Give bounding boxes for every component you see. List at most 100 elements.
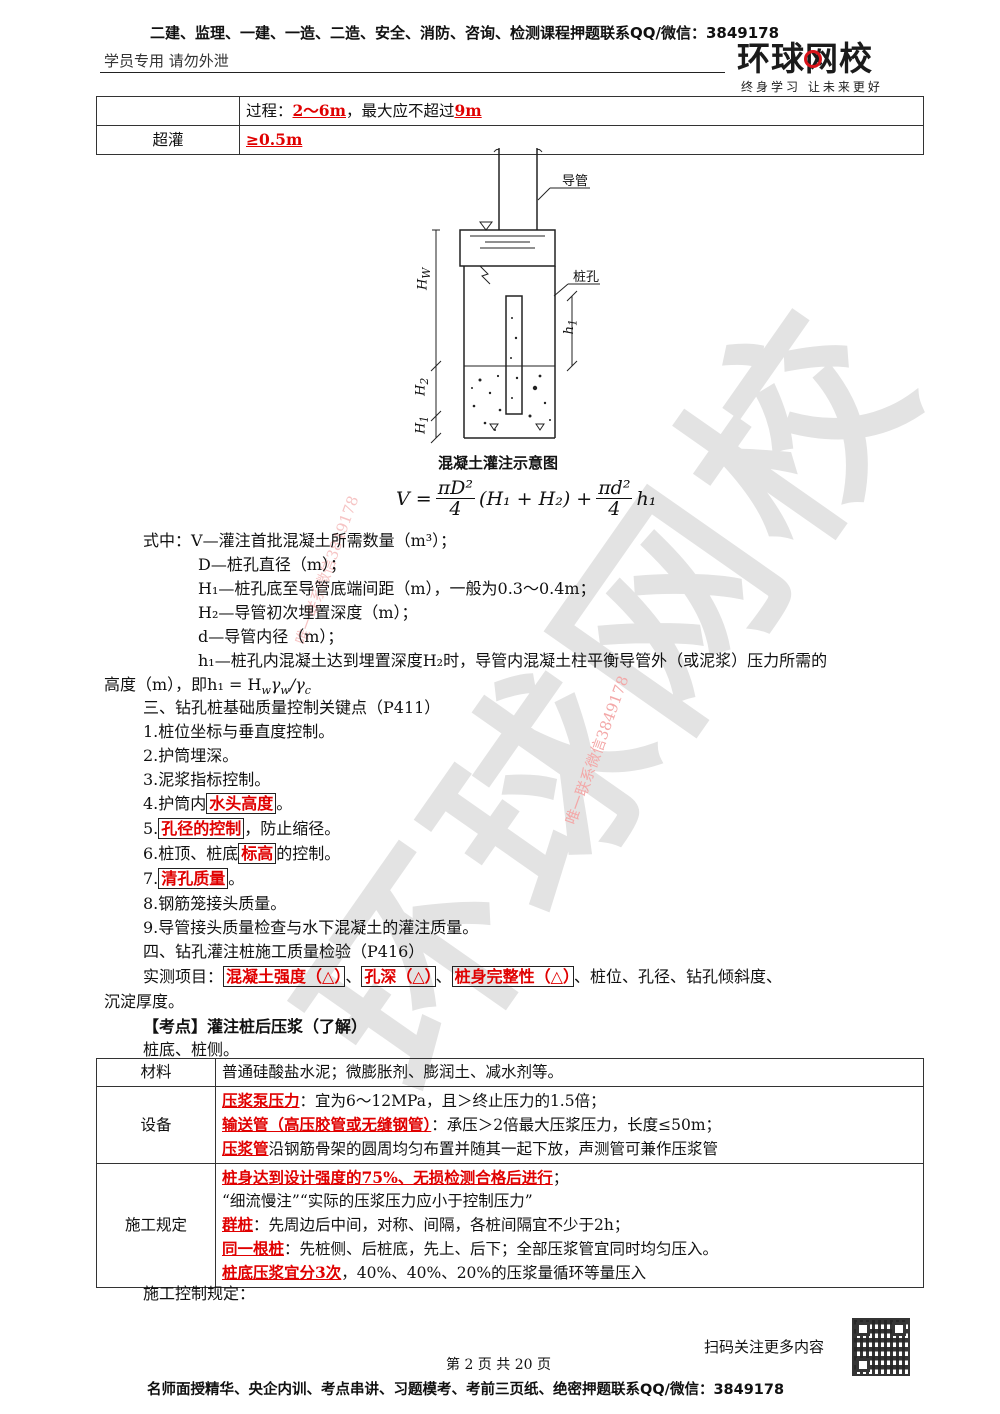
def-h1-big: H₁—桩孔底至导管底端间距（m），一般为0.3～0.4m； bbox=[198, 579, 596, 598]
table-cell: 过程：2～6m，最大应不超过9m bbox=[239, 96, 924, 126]
cell-text: 过程： bbox=[246, 102, 293, 120]
cell-text: ，最大应不超过 bbox=[346, 102, 455, 120]
header-left-note: 学员专用 请勿外泄 bbox=[104, 52, 229, 70]
logo: 环球网校 终身学习 让未来更好 bbox=[737, 40, 912, 96]
label-H1: H1 bbox=[413, 416, 431, 434]
label-text: h bbox=[561, 326, 577, 335]
list-item: 7.清孔质量。 bbox=[143, 865, 244, 889]
kaodian-title: 【考点】灌注桩后压浆（了解） bbox=[143, 1017, 368, 1036]
item-text: 、 bbox=[435, 967, 452, 986]
list-item: 5.孔径的控制，防止缩径。 bbox=[143, 815, 340, 839]
denominator: 4 bbox=[449, 498, 462, 520]
table-cell-label: 设备 bbox=[96, 1086, 216, 1164]
table-cell bbox=[96, 96, 240, 126]
boxed-highlight: 桩身完整性（△） bbox=[451, 966, 574, 987]
label-h1-small: h1 bbox=[562, 319, 580, 334]
top-table: 过程：2～6m，最大应不超过9m 超灌 ≥0.5m bbox=[96, 96, 924, 155]
list-item: 3.泥浆指标控制。 bbox=[143, 770, 271, 789]
label-sub: 1 bbox=[566, 319, 580, 327]
boxed-highlight: 标高 bbox=[238, 843, 277, 864]
item-text: 5. bbox=[143, 819, 159, 838]
def-v: 式中：V—灌注首批混凝土所需数量（m³）； bbox=[143, 527, 456, 551]
top-banner: 二建、监理、一建、一造、二造、安全、消防、咨询、检测课程押题联系QQ/微信：38… bbox=[150, 24, 780, 42]
bottom-banner: 名师面授精华、央企内训、考点串讲、习题模考、考前三页纸、绝密押题联系QQ/微信：… bbox=[147, 1382, 785, 1398]
highlight-text: 桩身达到设计强度的75%、无损检测合格后进行 bbox=[222, 1168, 553, 1187]
table-row: 过程：2～6m，最大应不超过9m bbox=[96, 96, 924, 126]
section3-title: 三、钻孔桩基础质量控制关键点（P411） bbox=[143, 698, 441, 717]
highlight-text: 同一根桩 bbox=[222, 1239, 285, 1258]
item-text: 的控制。 bbox=[276, 844, 341, 863]
def-h1-small-cont: 高度（m），即h₁ = Hwγw/γc bbox=[104, 675, 311, 698]
numerator: πD² bbox=[435, 477, 476, 499]
cell-text: 沿钢筋骨架的圆周均匀布置并随其一起下放，声测管可兼作压浆管 bbox=[268, 1140, 719, 1158]
play-icon bbox=[804, 50, 822, 68]
table-cell: ≥0.5m bbox=[239, 125, 924, 155]
def-d-big: D—桩孔直径（m）； bbox=[198, 555, 347, 574]
item-text: 6.桩顶、桩底 bbox=[143, 844, 239, 863]
label-sub: 2 bbox=[417, 377, 431, 385]
label-pipe: 导管 bbox=[562, 174, 589, 189]
table-row: 设备 压浆泵压力：宜为6～12MPa，且＞终止压力的1.5倍； 输送管（高压胶管… bbox=[96, 1086, 924, 1164]
boxed-highlight: 孔径的控制 bbox=[158, 818, 245, 839]
cell-text: ，40%、40%、20%的压浆量循环等量压入 bbox=[341, 1264, 647, 1282]
def-intro: 式中： bbox=[143, 531, 192, 550]
highlight-text: 压浆管 bbox=[222, 1139, 269, 1158]
def-h1-small: h₁—桩孔内混凝土达到埋置深度H₂时，导管内混凝土柱平衡导管外（或泥浆）压力所需… bbox=[198, 651, 828, 670]
qr-code-icon[interactable] bbox=[852, 1318, 910, 1376]
highlight-text: 9m bbox=[454, 101, 482, 120]
def-d-small: d—导管内径（m）； bbox=[198, 627, 344, 646]
item-text: 、桩位、孔径、钻孔倾斜度、 bbox=[573, 967, 782, 986]
def-text: V—灌注首批混凝土所需数量（m³）； bbox=[191, 531, 457, 550]
fraction: πd² 4 bbox=[596, 477, 633, 519]
pouring-diagram bbox=[430, 148, 600, 444]
numerator: πd² bbox=[596, 477, 633, 499]
boxed-highlight: 清孔质量 bbox=[158, 868, 229, 889]
formula: V = πD² 4 (H₁ + H₂) + πd² 4 h₁ bbox=[396, 478, 656, 519]
formula-mid: (H₁ + H₂) + bbox=[479, 487, 593, 510]
highlight-text: 压浆泵压力 bbox=[222, 1091, 300, 1110]
highlight-text: ≥0.5m bbox=[246, 130, 303, 149]
figure-caption: 混凝土灌注示意图 bbox=[438, 454, 559, 472]
table-cell-label: 材料 bbox=[96, 1058, 216, 1087]
table-cell-label: 超灌 bbox=[96, 125, 240, 155]
highlight-text: 桩底压浆宜分3次 bbox=[222, 1263, 342, 1282]
cell-text: ； bbox=[552, 1169, 569, 1187]
formula-tail: h₁ bbox=[636, 487, 657, 510]
item-text: 实测项目： bbox=[143, 967, 224, 986]
inspection-cont: 沉淀厚度。 bbox=[104, 992, 185, 1011]
item-text: ，防止缩径。 bbox=[244, 819, 341, 838]
boxed-highlight: 孔深（△） bbox=[361, 966, 436, 987]
header-rule bbox=[100, 72, 725, 73]
label-text: H bbox=[413, 422, 429, 434]
highlight-text: 群桩 bbox=[222, 1215, 254, 1234]
item-text: 4.护筒内 bbox=[143, 794, 207, 813]
label-sub: 1 bbox=[417, 415, 431, 423]
page-number: 第 2 页 共 20 页 bbox=[446, 1357, 551, 1373]
list-item: 4.护筒内水头高度。 bbox=[143, 790, 292, 814]
highlight-text: 输送管（高压胶管或无缝钢管） bbox=[222, 1115, 432, 1134]
list-item: 2.护筒埋深。 bbox=[143, 746, 239, 765]
item-text: 。 bbox=[276, 794, 293, 813]
boxed-highlight: 混凝土强度（△） bbox=[223, 966, 346, 987]
qr-note: 扫码关注更多内容 bbox=[704, 1338, 825, 1356]
list-item: 8.钢筋笼接头质量。 bbox=[143, 894, 287, 913]
highlight-text: 2～6m bbox=[292, 101, 346, 120]
def-text: γ bbox=[270, 675, 281, 694]
list-item: 9.导管接头质量检查与水下混凝土的灌注质量。 bbox=[143, 918, 479, 937]
table-row: 施工规定 桩身达到设计强度的75%、无损检测合格后进行； “细流慢注”“实际的压… bbox=[96, 1163, 924, 1288]
item-text: 。 bbox=[228, 869, 245, 888]
item-text: 、 bbox=[345, 967, 362, 986]
item-text: 7. bbox=[143, 869, 159, 888]
logo-text: 环球网校 bbox=[737, 39, 873, 78]
def-h2-big: H₂—导管初次埋置深度（m）； bbox=[198, 603, 418, 622]
label-sub: W bbox=[420, 267, 434, 279]
cell-text: “细流慢注”“实际的压浆压力应小于控制压力” bbox=[222, 1192, 533, 1210]
cell-text: ：先桩侧、后桩底，先上、后下；全部压浆管宜同时均匀压入。 bbox=[284, 1240, 719, 1258]
cell-text: ：承压＞2倍最大压浆压力，长度≤50m； bbox=[431, 1116, 722, 1134]
label-hw: HW bbox=[415, 268, 433, 290]
label-text: H bbox=[413, 384, 429, 396]
inspection-items: 实测项目：混凝土强度（△）、孔深（△）、桩身完整性（△）、桩位、孔径、钻孔倾斜度… bbox=[143, 963, 782, 987]
list-item: 1.桩位坐标与垂直度控制。 bbox=[143, 722, 335, 741]
table-cell-label: 施工规定 bbox=[96, 1163, 216, 1288]
section4-title: 四、钻孔灌注桩施工质量检验（P416） bbox=[143, 942, 425, 961]
